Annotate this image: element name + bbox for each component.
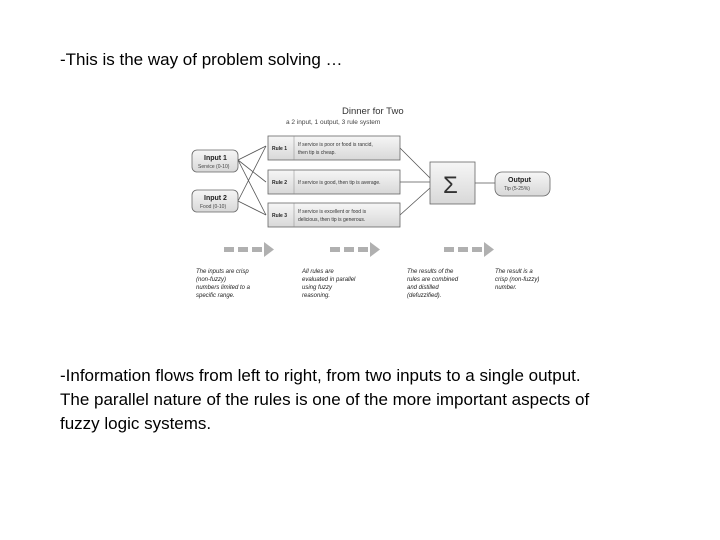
- note-4-line-1: The result is a: [495, 269, 533, 275]
- rule-1-label: Rule 1: [272, 146, 287, 152]
- note-1-line-2: (non-fuzzy): [196, 277, 226, 283]
- description-line-2: The parallel nature of the rules is one …: [60, 390, 590, 409]
- note-1-line-1: The inputs are crisp: [196, 269, 249, 275]
- description-text: -Information flows from left to right, f…: [60, 364, 680, 436]
- input-1-label: Input 1: [204, 155, 227, 162]
- note-results: The results of the rules are combined an…: [407, 269, 459, 299]
- rule-1-box: Rule 1 If service is poor or food is ran…: [267, 135, 401, 161]
- page-heading: -This is the way of problem solving …: [60, 50, 343, 69]
- note-3-line-2: rules are combined: [407, 277, 459, 283]
- rule-3-text-1: If service is excellent or food is: [298, 209, 367, 215]
- input-1-box: Input 1 Service (0-10): [191, 149, 239, 173]
- input-2-box: Input 2 Food (0-10): [191, 189, 239, 213]
- output-box: Output Tip (5-25%): [494, 171, 551, 197]
- flow-arrow-3: [444, 242, 494, 257]
- rule-3-label: Rule 3: [272, 213, 287, 219]
- note-4-line-2: crisp (non-fuzzy): [495, 277, 539, 283]
- rule-3-box: Rule 3 If service is excellent or food i…: [267, 202, 401, 228]
- fuzzy-system-diagram: Dinner for Two a 2 input, 1 output, 3 ru…: [191, 106, 551, 299]
- note-2-line-2: evaluated in parallel: [302, 277, 356, 283]
- note-2-line-4: reasoning.: [302, 293, 330, 299]
- note-inputs: The inputs are crisp (non-fuzzy) numbers…: [196, 269, 251, 299]
- note-1-line-4: specific range.: [196, 293, 235, 299]
- note-rules: All rules are evaluated in parallel usin…: [301, 269, 356, 299]
- flow-arrow-2: [330, 242, 380, 257]
- output-range: Tip (5-25%): [504, 186, 530, 192]
- output-label: Output: [508, 177, 532, 184]
- note-4-line-3: number.: [495, 285, 517, 291]
- note-3-line-3: and distilled: [407, 285, 439, 291]
- input-2-range: Food (0-10): [200, 204, 226, 210]
- note-output: The result is a crisp (non-fuzzy) number…: [495, 269, 539, 291]
- diagram-title: Dinner for Two: [342, 106, 404, 117]
- sigma-symbol: Σ: [443, 172, 458, 199]
- rule-2-label: Rule 2: [272, 180, 287, 186]
- note-2-line-1: All rules are: [301, 269, 334, 275]
- aggregation-box: Σ: [429, 161, 476, 205]
- flow-arrows: [224, 242, 494, 257]
- note-3-line-1: The results of the: [407, 269, 454, 275]
- note-3-line-4: (defuzzified).: [407, 293, 441, 299]
- description-line-3: fuzzy logic systems.: [60, 414, 212, 433]
- rule-1-text-1: If service is poor or food is rancid,: [298, 142, 373, 148]
- note-1-line-3: numbers limited to a: [196, 285, 251, 291]
- description-line-1: -Information flows from left to right, f…: [60, 366, 581, 385]
- note-2-line-3: using fuzzy: [302, 285, 333, 291]
- rule-2-text-1: If service is good, then tip is average.: [298, 180, 381, 186]
- input-1-range: Service (0-10): [198, 164, 230, 170]
- connector-lines: [237, 145, 495, 216]
- flow-arrow-1: [224, 242, 274, 257]
- input-2-label: Input 2: [204, 195, 227, 202]
- rule-2-box: Rule 2 If service is good, then tip is a…: [267, 169, 401, 195]
- rule-1-text-2: then tip is cheap.: [298, 150, 336, 156]
- diagram-subtitle: a 2 input, 1 output, 3 rule system: [286, 119, 380, 126]
- rule-3-text-2: delicious, then tip is generous.: [298, 217, 365, 223]
